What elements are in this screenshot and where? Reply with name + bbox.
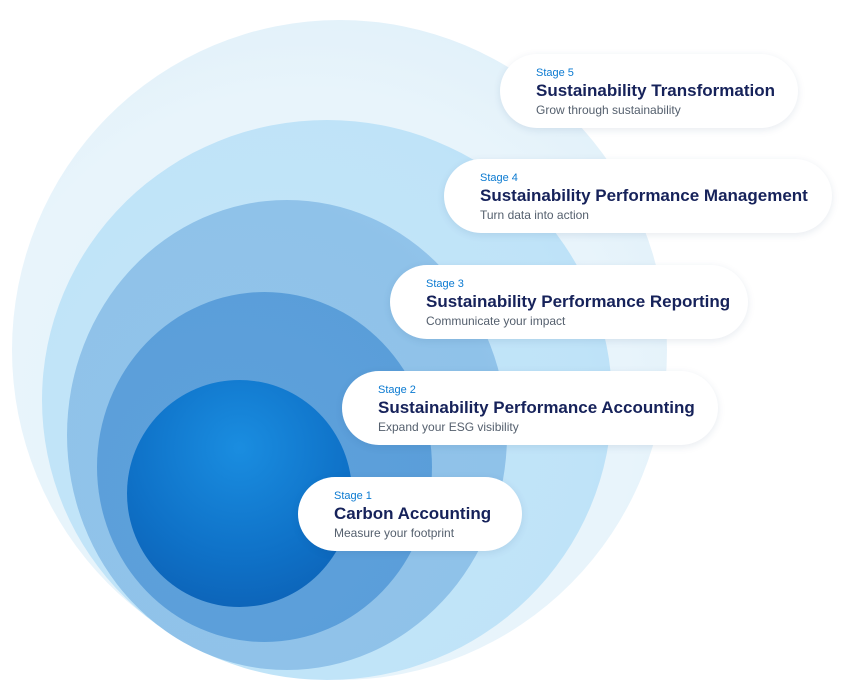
stage-4-title: Sustainability Performance Management [480, 186, 808, 205]
stage-2-title: Sustainability Performance Accounting [378, 398, 695, 417]
stage-2-card: Stage 2 Sustainability Performance Accou… [342, 371, 718, 445]
stage-1-label: Stage 1 [334, 490, 372, 502]
stage-4-label: Stage 4 [480, 172, 518, 184]
stage-3-card: Stage 3 Sustainability Performance Repor… [390, 265, 748, 339]
stage-2-label: Stage 2 [378, 384, 416, 396]
stage-5-subtitle: Grow through sustainability [536, 103, 681, 117]
stage-1-subtitle: Measure your footprint [334, 526, 455, 540]
stage-2-subtitle: Expand your ESG visibility [378, 420, 519, 434]
stage-1-card: Stage 1 Carbon Accounting Measure your f… [298, 477, 522, 551]
stage-4-subtitle: Turn data into action [480, 208, 589, 222]
stage-1-title: Carbon Accounting [334, 504, 492, 523]
stage-5-card: Stage 5 Sustainability Transformation Gr… [500, 54, 798, 128]
stage-5-label: Stage 5 [536, 67, 574, 79]
stage-3-label: Stage 3 [426, 278, 464, 290]
stage-5-title: Sustainability Transformation [536, 81, 775, 100]
stage-3-subtitle: Communicate your impact [426, 314, 566, 328]
stage-4-card: Stage 4 Sustainability Performance Manag… [444, 159, 832, 233]
stage-3-title: Sustainability Performance Reporting [426, 292, 731, 311]
